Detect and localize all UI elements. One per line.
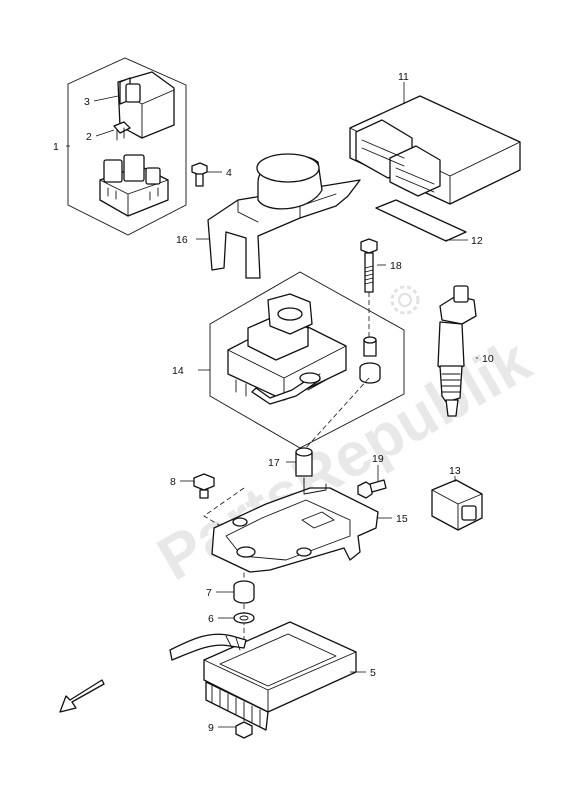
bolt-18-part: [360, 238, 378, 293]
relay-cover-part: [117, 71, 175, 139]
watermark-gear-icon: [390, 285, 420, 315]
ignition-coil-part: [437, 285, 477, 417]
sensor-13-part: [431, 479, 483, 531]
callout-labels: 1 2 3 4 5 6 7 8 9 10 11 12 13 14 15 16 1…: [53, 71, 494, 734]
callout-7: 7: [206, 587, 212, 599]
callout-10: 10: [482, 353, 494, 365]
callout-11: 11: [398, 71, 409, 83]
callout-12: 12: [471, 235, 483, 247]
callout-17: 17: [268, 457, 280, 469]
callout-1: 1: [53, 141, 59, 153]
bolt-19-part: [357, 479, 387, 499]
callout-15: 15: [396, 513, 408, 525]
part-1-relay-box: [67, 57, 187, 236]
front-direction-arrow-icon: [59, 679, 105, 713]
callout-13: 13: [449, 465, 461, 477]
callout-8: 8: [170, 476, 176, 488]
washer-6-part: [233, 612, 255, 624]
cushion-7-part: [233, 580, 255, 604]
ecm-holder-part: [207, 153, 361, 279]
nut-9-part: [235, 721, 253, 739]
callout-5: 5: [370, 667, 376, 679]
ecm-part: [349, 95, 521, 205]
leader-lines: [66, 82, 478, 728]
relay-body-part: [99, 154, 169, 217]
part-14-sensor-box: [209, 271, 405, 449]
callout-3: 3: [84, 96, 90, 108]
spacer-17-part: [295, 447, 313, 477]
callout-19: 19: [372, 453, 384, 465]
callout-2: 2: [86, 131, 92, 143]
bolt-8-part: [193, 473, 215, 499]
bracket-part: [211, 477, 379, 573]
callout-6: 6: [208, 613, 214, 625]
fuse-part: [113, 121, 131, 141]
callout-16: 16: [176, 234, 188, 246]
callout-18: 18: [390, 260, 402, 272]
bolt-4-part: [191, 162, 208, 187]
callout-4: 4: [226, 167, 232, 179]
callout-14: 14: [172, 365, 184, 377]
regulator-rectifier-part: [169, 621, 357, 731]
pad-part: [375, 199, 467, 242]
alignment-line: [303, 377, 370, 451]
callout-9: 9: [208, 722, 214, 734]
